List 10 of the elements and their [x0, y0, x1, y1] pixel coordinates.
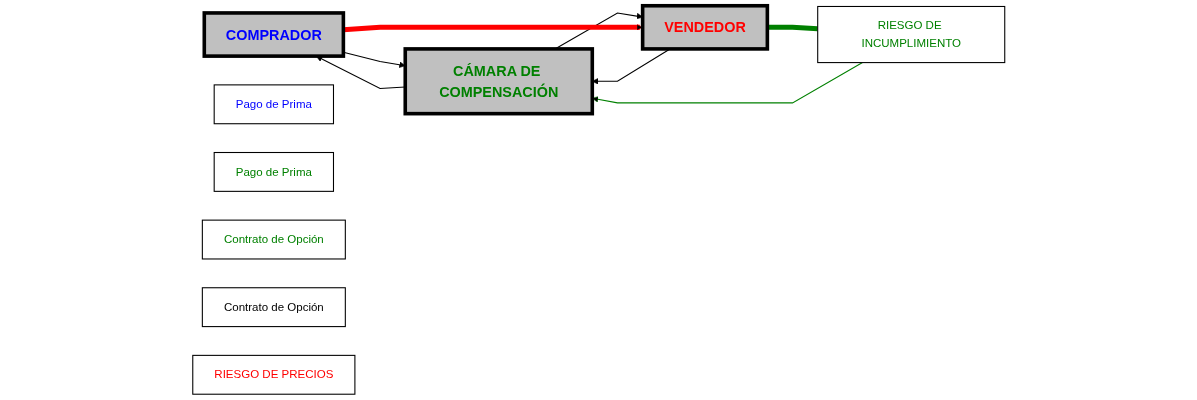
node-box: Pago de Prima: [213, 152, 334, 192]
node-box: CÁMARA DE COMPENSACIÓN: [403, 47, 594, 116]
node-box: RIESGO DE INCUMPLIMIENTO: [816, 5, 1005, 64]
node-box: Contrato de Opción: [201, 287, 346, 328]
node-box: Contrato de Opción: [201, 219, 346, 260]
node-box: RIESGO DE PRECIOS: [191, 354, 356, 395]
connector: [767, 24, 818, 32]
node-box: VENDEDOR: [640, 3, 769, 51]
node-box: Pago de Prima: [213, 84, 334, 125]
node-box: COMPRADOR: [202, 11, 345, 58]
